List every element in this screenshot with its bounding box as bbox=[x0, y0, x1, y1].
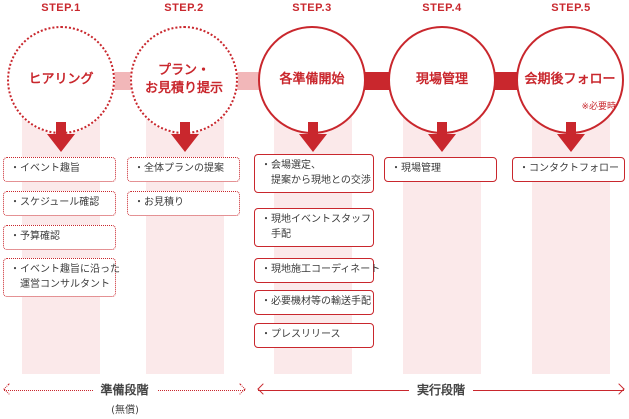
item-text: 運営コンサルタント bbox=[10, 278, 110, 290]
item-text: ・お見積り bbox=[134, 197, 184, 208]
step-2-title-line-1: プラン・ bbox=[157, 63, 210, 79]
down-arrow-icon bbox=[47, 122, 75, 152]
item-text: ・現地イベントスタッフ bbox=[261, 214, 371, 225]
step-3-circle: 各準備開始 bbox=[258, 26, 366, 134]
step-4-title: 現場管理 bbox=[415, 72, 468, 88]
step-4-label: STEP.4 bbox=[422, 2, 462, 14]
step-4-circle: 現場管理 bbox=[388, 26, 496, 134]
step-1-label: STEP.1 bbox=[41, 2, 81, 14]
prep-phase-label: 準備段階 bbox=[92, 381, 157, 398]
item-text: ・現場管理 bbox=[391, 163, 441, 174]
step-3-title: 各準備開始 bbox=[279, 72, 345, 88]
step-1-circle: ヒアリング bbox=[7, 26, 115, 134]
prep-phase-note: (無償) bbox=[111, 405, 139, 416]
item-text: ・イベント趣旨 bbox=[10, 163, 80, 174]
down-arrow-icon bbox=[171, 122, 199, 152]
step-3-label: STEP.3 bbox=[292, 2, 332, 14]
item-text: 手配 bbox=[261, 228, 291, 240]
step-3-item: ・会場選定、 提案から現地との交渉 bbox=[254, 154, 374, 193]
prep-phase-bar: 準備段階 bbox=[3, 381, 246, 398]
left-arrowhead-icon bbox=[3, 383, 15, 395]
connector-4-5 bbox=[493, 72, 523, 90]
item-text: ・プレスリリース bbox=[261, 329, 341, 340]
item-text: ・イベント趣旨に沿った bbox=[10, 264, 120, 275]
step-1-item: ・スケジュール確認 bbox=[3, 191, 116, 216]
item-text: ・予算確認 bbox=[10, 231, 60, 242]
item-text: ・コンタクトフォロー bbox=[519, 163, 619, 174]
step-5-note: ※必要時 bbox=[581, 102, 616, 112]
step-3-item: ・プレスリリース bbox=[254, 323, 374, 348]
step-4-item: ・現場管理 bbox=[384, 157, 497, 182]
down-arrow-icon bbox=[299, 122, 327, 152]
step-2-title-line-2: お見積り提示 bbox=[144, 81, 223, 96]
step-1-item: ・予算確認 bbox=[3, 225, 116, 250]
step-2-label: STEP.2 bbox=[164, 2, 204, 14]
step-3-item: ・現地イベントスタッフ 手配 bbox=[254, 208, 374, 247]
exec-phase-label: 実行段階 bbox=[408, 381, 474, 398]
down-arrow-icon bbox=[557, 122, 585, 152]
item-text: ・会場選定、 bbox=[261, 160, 321, 171]
step-1-item: ・イベント趣旨に沿った 運営コンサルタント bbox=[3, 258, 120, 297]
item-text: 提案から現地との交渉 bbox=[261, 174, 371, 186]
step-5-item: ・コンタクトフォロー bbox=[512, 157, 625, 182]
step-2-item: ・全体プランの提案 bbox=[127, 157, 240, 182]
connector-3-4 bbox=[364, 72, 394, 90]
step-5-title: 会期後フォロー bbox=[524, 72, 616, 88]
step-3-item: ・現地施工コーディネート bbox=[254, 258, 381, 283]
exec-phase-bar: 実行段階 bbox=[257, 381, 625, 398]
right-arrowhead-icon bbox=[613, 383, 625, 395]
down-arrow-icon bbox=[428, 122, 456, 152]
step-5-label: STEP.5 bbox=[551, 2, 591, 14]
step-1-title: ヒアリング bbox=[28, 72, 94, 88]
item-text: ・必要機材等の輸送手配 bbox=[261, 296, 371, 307]
step-3-item: ・必要機材等の輸送手配 bbox=[254, 290, 374, 315]
item-text: ・全体プランの提案 bbox=[134, 163, 224, 174]
step-1-item: ・イベント趣旨 bbox=[3, 157, 116, 182]
step-2-item: ・お見積り bbox=[127, 191, 240, 216]
left-arrowhead-icon bbox=[257, 383, 269, 395]
item-text: ・スケジュール確認 bbox=[10, 197, 100, 208]
right-arrowhead-icon bbox=[234, 383, 246, 395]
step-5-circle: 会期後フォロー ※必要時 bbox=[516, 26, 624, 134]
step-2-circle: プラン・ お見積り提示 bbox=[130, 26, 238, 134]
item-text: ・現地施工コーディネート bbox=[261, 264, 381, 275]
